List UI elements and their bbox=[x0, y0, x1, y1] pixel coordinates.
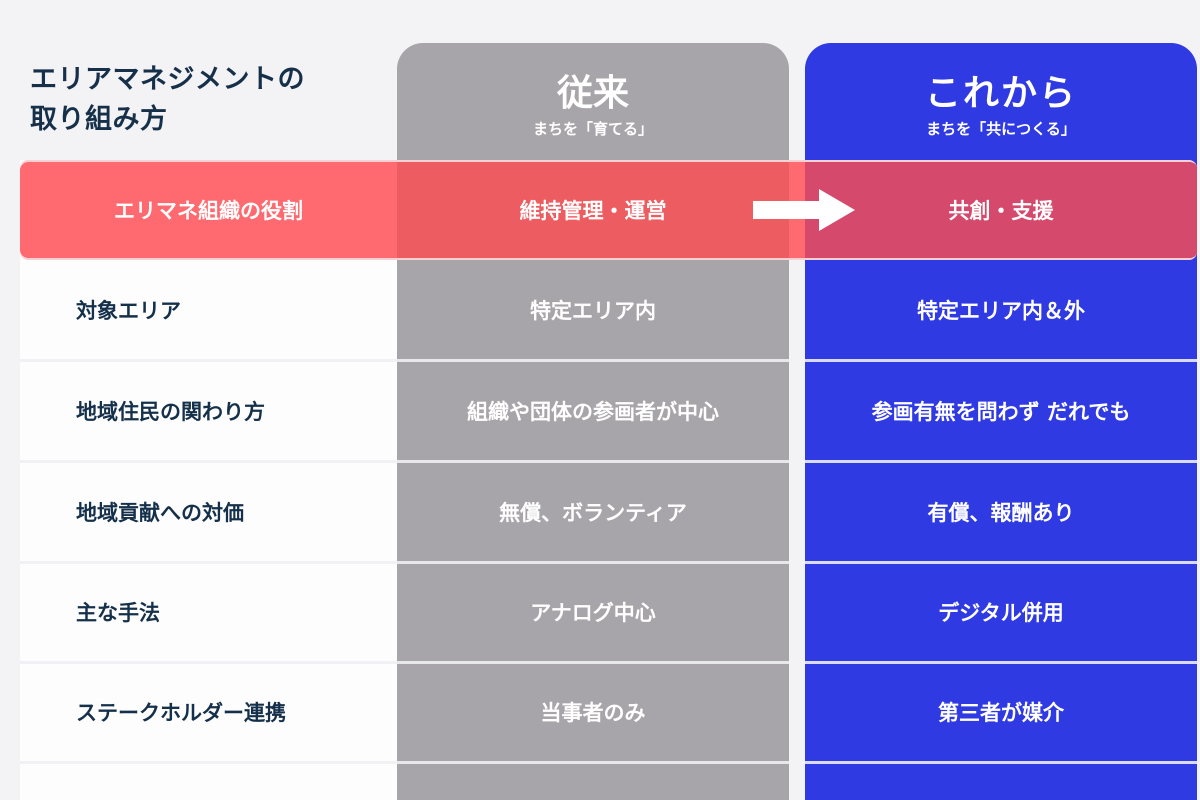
column-old-title: 従来 bbox=[556, 73, 629, 114]
row-label: 主な手法 bbox=[76, 601, 160, 625]
row-divider bbox=[20, 661, 397, 664]
row-divider bbox=[20, 561, 397, 564]
table-row: 地域貢献への対価 無償、ボランティア 有償、報酬あり bbox=[20, 462, 1197, 564]
row-divider bbox=[397, 661, 789, 664]
row-divider bbox=[397, 561, 789, 564]
row-old-value bbox=[397, 763, 789, 800]
highlight-row-label: エリマネ組織の役割 bbox=[20, 162, 397, 258]
table-row: 地域住民の関わり方 組織や団体の参画者が中心 参画有無を問わず だれでも bbox=[20, 361, 1197, 463]
row-divider bbox=[20, 761, 397, 764]
row-new-value: 第三者が媒介 bbox=[938, 701, 1064, 725]
row-divider bbox=[805, 359, 1197, 362]
row-old-value: 当事者のみ bbox=[540, 701, 646, 725]
page-title-line2: 取り組み方 bbox=[30, 104, 168, 135]
highlight-row: エリマネ組織の役割 維持管理・運営 共創・支援 bbox=[20, 160, 1197, 260]
column-new-title: これから bbox=[924, 73, 1077, 114]
row-old-value: 組織や団体の参画者が中心 bbox=[467, 400, 719, 424]
row-new-value: デジタル併用 bbox=[938, 601, 1064, 625]
row-old-value: 無償、ボランティア bbox=[499, 501, 687, 525]
row-new-value bbox=[805, 763, 1197, 800]
row-new-value: 参画有無を問わず だれでも bbox=[871, 400, 1131, 424]
row-label: 地域貢献への対価 bbox=[76, 501, 244, 525]
row-divider bbox=[805, 460, 1197, 463]
highlight-row-old-value: 維持管理・運営 bbox=[397, 162, 789, 258]
table-row: 対象エリア 特定エリア内 特定エリア内＆外 bbox=[20, 260, 1197, 362]
column-header-new: これから まちを「共につくる」 bbox=[805, 43, 1197, 160]
row-label: 対象エリア bbox=[76, 299, 181, 323]
row-divider bbox=[20, 460, 397, 463]
row-divider bbox=[397, 761, 789, 764]
row-divider bbox=[805, 661, 1197, 664]
table-row bbox=[20, 763, 1197, 800]
arrow-right-icon bbox=[753, 189, 855, 231]
row-new-value: 特定エリア内＆外 bbox=[917, 299, 1085, 323]
column-header-old: 従来 まちを「育てる」 bbox=[397, 43, 789, 160]
row-label: 地域住民の関わり方 bbox=[76, 400, 265, 424]
row-label bbox=[20, 763, 397, 800]
row-old-value: アナログ中心 bbox=[530, 601, 656, 625]
row-new-value: 有償、報酬あり bbox=[927, 501, 1075, 525]
row-divider bbox=[397, 460, 789, 463]
column-new-subtitle: まちを「共につくる」 bbox=[926, 120, 1076, 138]
label-column-background bbox=[20, 160, 397, 800]
row-divider bbox=[20, 359, 397, 362]
page-title-line1: エリアマネジメントの bbox=[30, 64, 305, 95]
page-title: エリアマネジメントの 取り組み方 bbox=[30, 60, 305, 140]
table-row: 主な手法 アナログ中心 デジタル併用 bbox=[20, 562, 1197, 664]
row-label: ステークホルダー連携 bbox=[76, 701, 286, 725]
highlight-row-new-value: 共創・支援 bbox=[805, 162, 1197, 258]
row-divider bbox=[805, 561, 1197, 564]
row-divider bbox=[805, 761, 1197, 764]
table-row: ステークホルダー連携 当事者のみ 第三者が媒介 bbox=[20, 662, 1197, 764]
row-divider bbox=[397, 359, 789, 362]
row-old-value: 特定エリア内 bbox=[530, 299, 656, 323]
column-old-subtitle: まちを「育てる」 bbox=[532, 120, 653, 138]
